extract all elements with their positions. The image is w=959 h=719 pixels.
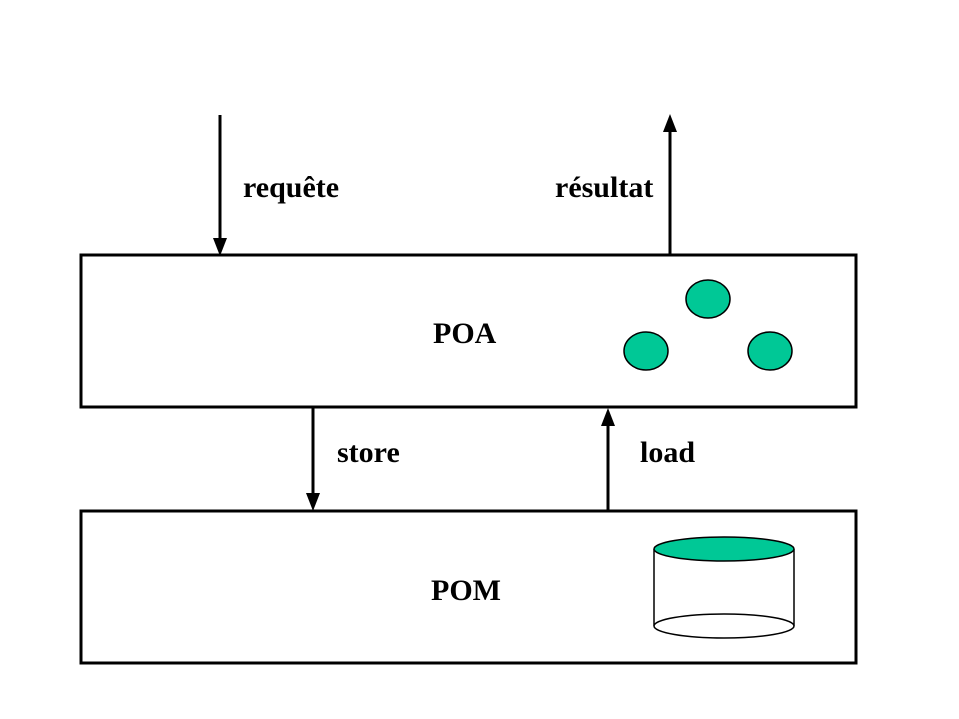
store-arrow [306,407,320,511]
active-object-icon [747,331,793,371]
active-object-icon [623,331,669,371]
request-arrow [213,115,227,256]
result-label: résultat [555,171,653,204]
active-object-icon [685,279,731,319]
poa-box: POA [79,253,858,409]
load-arrow [601,408,615,511]
pom-label: POM [431,574,501,607]
result-arrow [663,114,677,255]
request-label: requête [243,171,339,204]
poa-label: POA [433,317,497,350]
pom-box: POM [79,509,858,665]
database-icon [653,536,795,639]
load-label: load [640,436,695,469]
store-label: store [337,436,400,469]
